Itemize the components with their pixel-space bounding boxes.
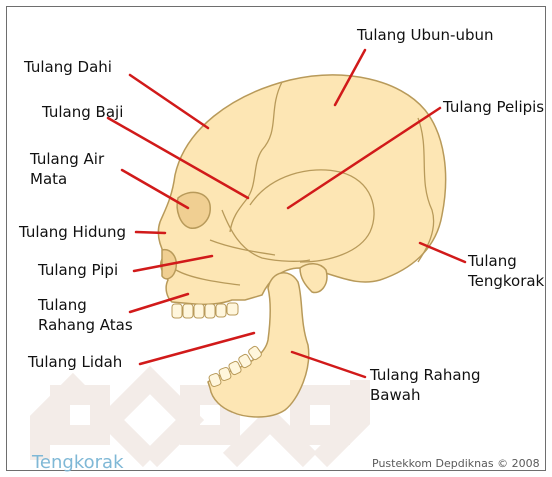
label-tulang-rahang-bawah-line2: Bawah [370, 386, 420, 404]
label-tulang-ubun-ubun: Tulang Ubun-ubun [357, 26, 494, 44]
label-tulang-rahang-atas-line1: Tulang [38, 296, 87, 314]
label-tulang-pelipis: Tulang Pelipis [443, 98, 544, 116]
label-tulang-rahang-atas-line2: Rahang Atas [38, 316, 133, 334]
label-tulang-rahang-bawah-line1: Tulang Rahang [370, 366, 481, 384]
pointer-tulang-hidung [136, 232, 165, 233]
label-tulang-hidung: Tulang Hidung [19, 223, 126, 241]
label-tulang-pipi: Tulang Pipi [38, 261, 118, 279]
label-tulang-air-mata-line2: Mata [30, 170, 67, 188]
watermark-logo [40, 380, 360, 460]
eye-socket [177, 192, 210, 228]
label-tulang-lidah: Tulang Lidah [28, 353, 122, 371]
label-tulang-dahi: Tulang Dahi [24, 58, 112, 76]
label-tulang-baji: Tulang Baji [42, 103, 123, 121]
copyright-credit: Pustekkom Depdiknas © 2008 [372, 457, 540, 470]
label-tulang-tengkorak-line1: Tulang [468, 252, 517, 270]
upper-teeth [172, 303, 238, 318]
pointer-tulang-tengkorak [420, 243, 465, 262]
diagram-caption: Tengkorak [32, 452, 124, 473]
mastoid-outline [300, 264, 327, 293]
label-tulang-tengkorak-line2: Tengkorak [468, 272, 544, 290]
pointer-tulang-dahi [130, 75, 208, 128]
pointer-tulang-lidah [140, 333, 254, 364]
label-tulang-air-mata-line1: Tulang Air [30, 150, 104, 168]
